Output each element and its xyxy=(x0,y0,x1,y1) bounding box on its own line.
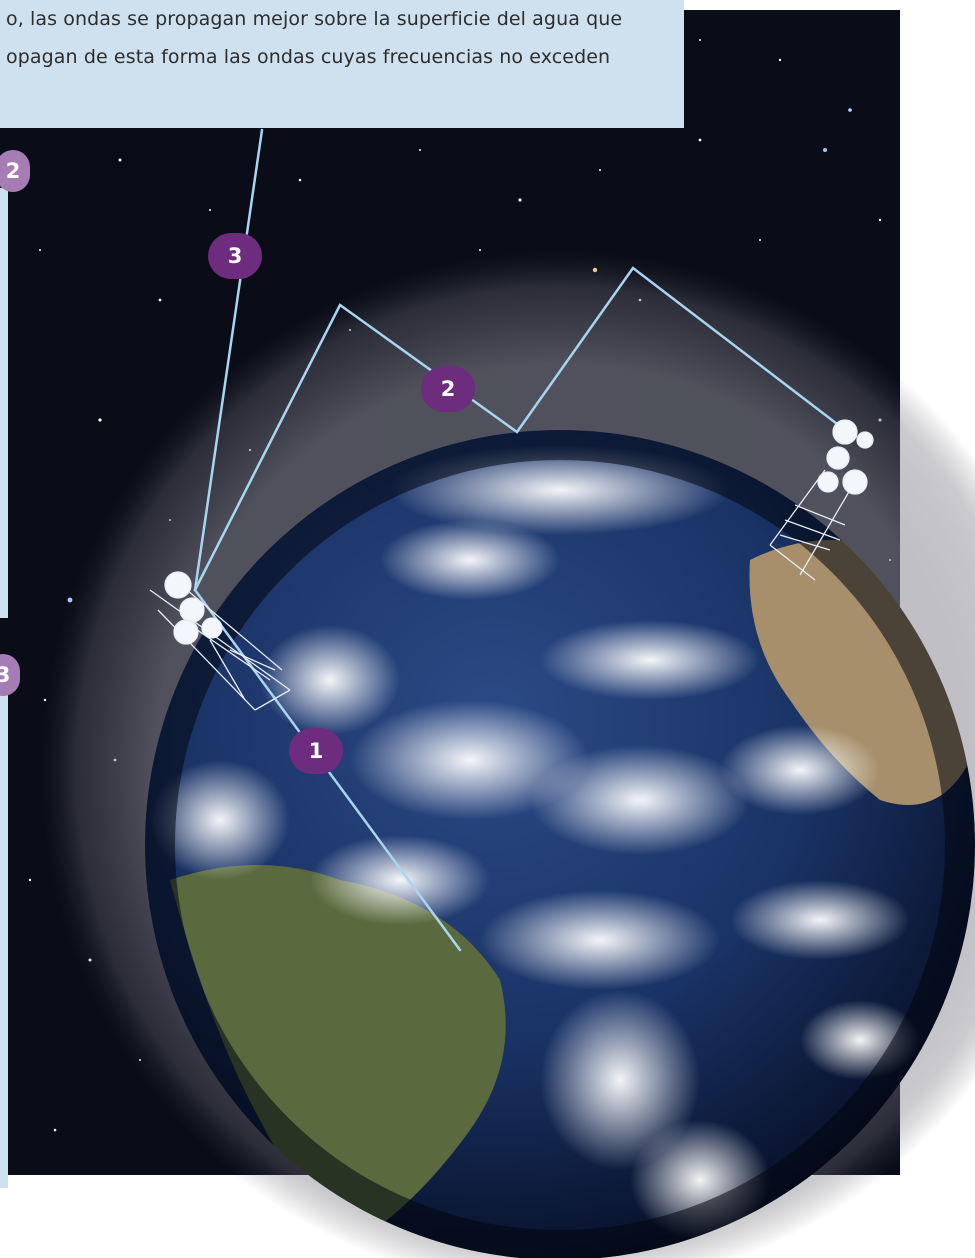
left-side-panel-upper xyxy=(0,188,8,618)
edge-marker-3: 3 xyxy=(0,654,20,696)
description-text-box: o, las ondas se propagan mejor sobre la … xyxy=(0,0,684,128)
space-wave-marker: 3 xyxy=(208,233,262,279)
edge-marker-2: 2 xyxy=(0,150,30,192)
earth-globe xyxy=(145,430,975,1258)
sky-wave-marker: 2 xyxy=(421,366,475,412)
description-line-2: opagan de esta forma las ondas cuyas fre… xyxy=(6,46,611,68)
sky-wave-path xyxy=(193,266,847,592)
ground-wave-marker: 1 xyxy=(289,728,343,774)
left-antenna-tower xyxy=(149,571,291,711)
right-antenna-tower xyxy=(769,419,874,581)
south-america-continent xyxy=(170,865,506,1240)
left-side-panel-lower xyxy=(0,672,8,1188)
space-wave-path xyxy=(193,128,264,592)
description-line-1: o, las ondas se propagan mejor sobre la … xyxy=(6,8,623,30)
